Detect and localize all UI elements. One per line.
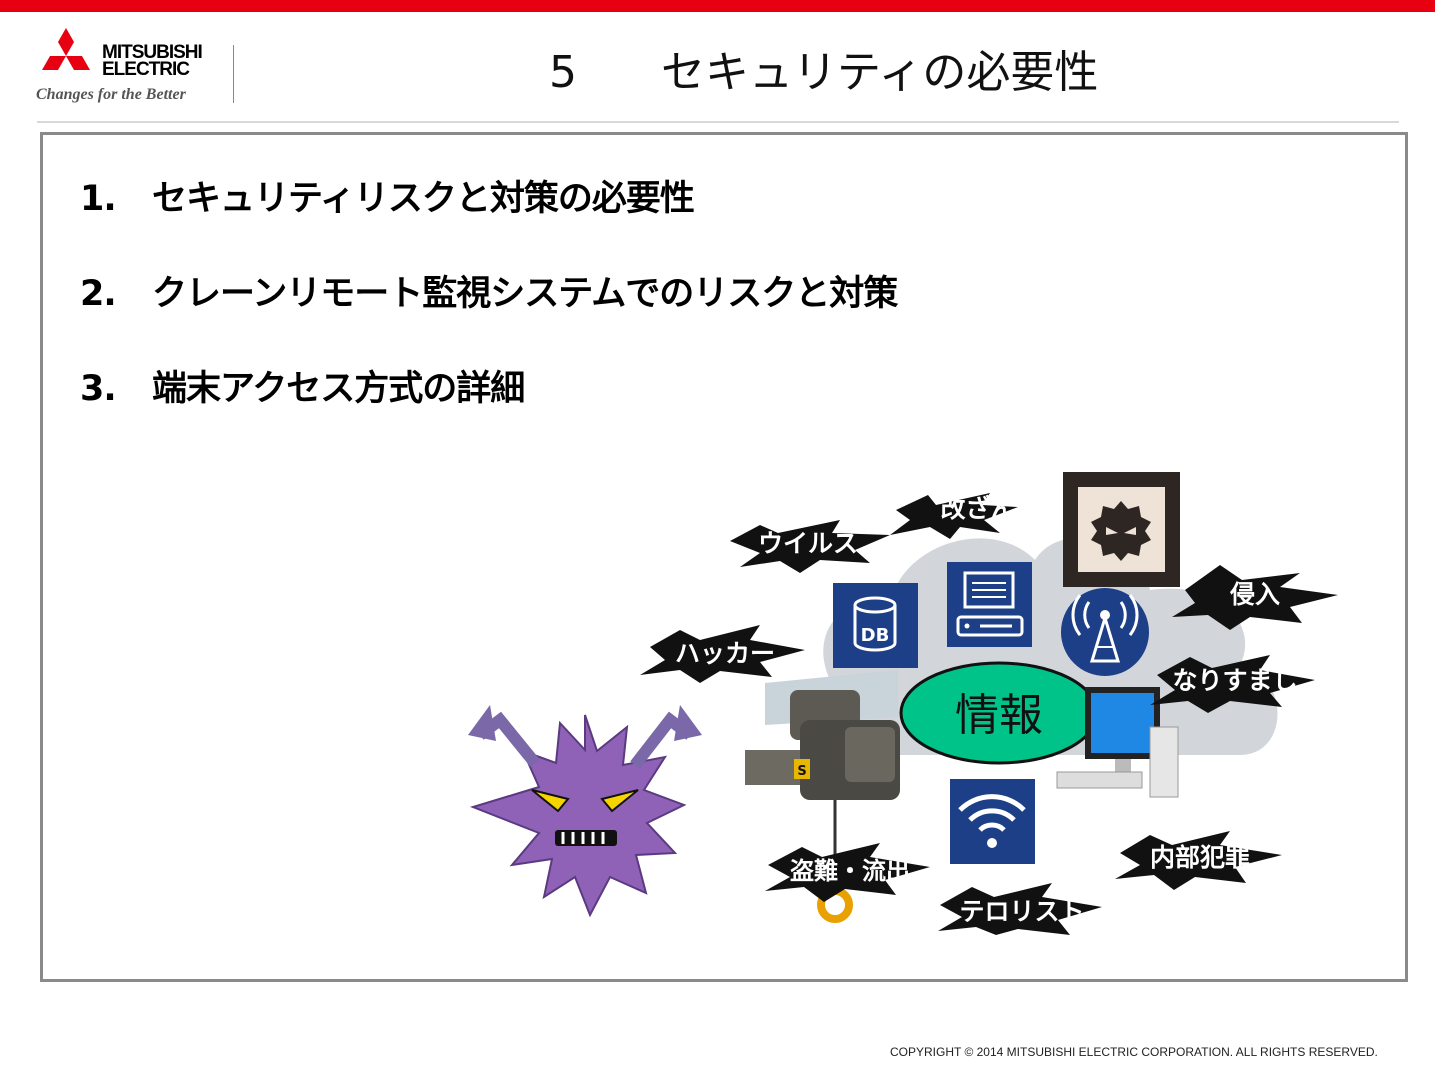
threat-burst: 改ざん xyxy=(890,493,1018,539)
agenda-item-number: 3. xyxy=(80,369,117,409)
server-icon xyxy=(947,562,1032,647)
hacker-mask-icon xyxy=(1063,472,1180,587)
agenda-item: 1. セキュリティリスクと対策の必要性 xyxy=(80,170,695,221)
svg-text:情報: 情報 xyxy=(955,690,1043,741)
agenda-item-number: 1. xyxy=(80,179,117,219)
content-frame xyxy=(40,132,1408,982)
svg-text:S: S xyxy=(797,764,806,779)
threat-burst: 侵入 xyxy=(1172,565,1338,630)
svg-text:なりすまし: なりすまし xyxy=(1172,666,1297,695)
three-diamonds-logo-icon xyxy=(42,28,90,70)
threat-burst: ウイルス xyxy=(730,520,890,573)
logo-divider xyxy=(233,45,234,103)
svg-text:内部犯罪: 内部犯罪 xyxy=(1150,843,1250,872)
svg-text:DB: DB xyxy=(861,625,890,646)
security-threat-illustration: DB xyxy=(468,472,1338,935)
agenda-item-text: 端末アクセス方式の詳細 xyxy=(152,369,525,409)
threat-burst: ハッカー xyxy=(640,625,805,683)
logo-wordmark: MITSUBISHI ELECTRIC xyxy=(102,42,203,80)
threat-burst: 内部犯罪 xyxy=(1115,831,1282,890)
crane-hoist-icon: S xyxy=(745,670,900,923)
computer-icon xyxy=(1056,687,1179,798)
antenna-icon xyxy=(1061,588,1149,676)
slide-number: 5 xyxy=(549,47,577,98)
top-accent-bar xyxy=(0,0,1435,12)
slide-title-text: セキュリティの必要性 xyxy=(661,47,1099,98)
wifi-icon xyxy=(950,779,1035,864)
threat-burst: なりすまし xyxy=(1150,655,1315,713)
slide-title: 5 セキュリティの必要性 xyxy=(549,36,1098,100)
agenda-item-text: クレーンリモート監視システムでのリスクと対策 xyxy=(152,274,898,314)
agenda-item-number: 2. xyxy=(80,274,117,314)
database-icon: DB xyxy=(833,583,918,668)
svg-text:改ざん: 改ざん xyxy=(940,494,1015,523)
copyright-notice: COPYRIGHT © 2014 MITSUBISHI ELECTRIC COR… xyxy=(890,1045,1378,1059)
agenda-item: 3. 端末アクセス方式の詳細 xyxy=(80,360,525,411)
svg-text:ウイルス: ウイルス xyxy=(758,529,858,558)
threat-burst: テロリスト xyxy=(938,883,1102,935)
header-divider xyxy=(37,121,1399,123)
info-ellipse: 情報 xyxy=(899,661,1099,765)
svg-text:盗難・流出: 盗難・流出 xyxy=(790,857,910,885)
company-logo: MITSUBISHI ELECTRIC Changes for the Bett… xyxy=(34,28,239,106)
svg-text:ハッカー: ハッカー xyxy=(675,639,775,668)
svg-text:侵入: 侵入 xyxy=(1229,580,1280,609)
agenda-item: 2. クレーンリモート監視システムでのリスクと対策 xyxy=(80,265,898,316)
logo-tagline: Changes for the Better xyxy=(36,86,186,103)
agenda-item-text: セキュリティリスクと対策の必要性 xyxy=(152,179,695,219)
virus-monster-icon xyxy=(468,705,702,918)
threat-burst: 盗難・流出 xyxy=(765,843,930,902)
svg-text:テロリスト: テロリスト xyxy=(959,897,1084,926)
